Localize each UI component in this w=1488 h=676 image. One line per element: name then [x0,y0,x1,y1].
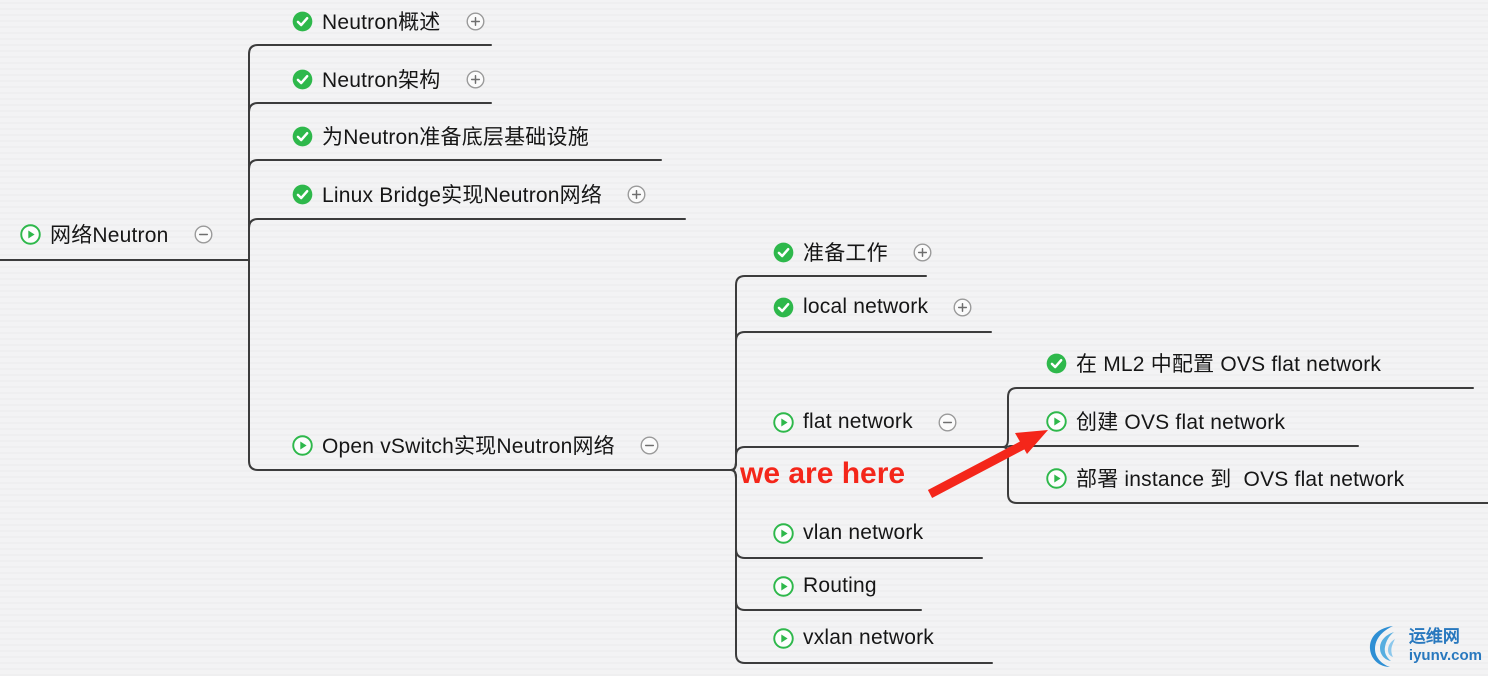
node-label: 创建 OVS flat network [1076,411,1286,434]
connector [248,259,732,471]
node-label: flat network [803,410,913,433]
status-done-icon [292,184,313,205]
expand-toggle-icon[interactable] [466,70,485,89]
status-done-icon [773,242,794,263]
connector [248,218,686,261]
node-local-network[interactable]: local network [773,295,972,319]
node-flat-network[interactable]: flat network [773,410,957,434]
node-create-flat[interactable]: 创建 OVS flat network [1046,406,1285,436]
connector [730,331,992,471]
status-inprogress-icon [292,435,313,456]
node-neutron-infrastructure[interactable]: 为Neutron准备底层基础设施 [292,121,589,151]
status-inprogress-icon [773,523,794,544]
connector [730,446,1004,471]
connector [248,102,492,261]
connector [248,159,662,261]
collapse-toggle-icon[interactable] [194,225,213,244]
connector [248,44,492,261]
node-linux-bridge[interactable]: Linux Bridge实现Neutron网络 [292,179,646,209]
watermark-site-url: iyunv.com [1408,647,1482,665]
node-vxlan-network[interactable]: vxlan network [773,626,934,650]
connector [1002,445,1359,448]
site-watermark: 运维网 iyunv.com [1363,622,1482,670]
status-done-icon [292,11,313,32]
node-preparation[interactable]: 准备工作 [773,237,932,267]
node-label: 准备工作 [803,242,888,265]
node-ml2-config-flat[interactable]: 在 ML2 中配置 OVS flat network [1046,348,1381,378]
expand-toggle-icon[interactable] [466,12,485,31]
status-inprogress-icon [1046,411,1067,432]
node-vlan-network[interactable]: vlan network [773,521,923,545]
node-deploy-instance-flat[interactable]: 部署 instance 到 OVS flat network [1046,463,1404,493]
status-inprogress-icon [1046,468,1067,489]
node-label: 部署 instance 到 OVS flat network [1076,468,1405,491]
status-inprogress-icon [773,412,794,433]
node-label: 网络Neutron [50,224,169,247]
status-inprogress-icon [773,628,794,649]
expand-toggle-icon[interactable] [953,298,972,317]
expand-toggle-icon[interactable] [627,185,646,204]
node-label: 在 ML2 中配置 OVS flat network [1076,353,1382,376]
node-label: Linux Bridge实现Neutron网络 [322,184,603,207]
node-neutron-architecture[interactable]: Neutron架构 [292,64,485,94]
status-done-icon [292,126,313,147]
watermark-logo-icon [1369,626,1395,667]
connector [730,469,993,664]
node-label: Open vSwitch实现Neutron网络 [322,435,615,458]
collapse-toggle-icon[interactable] [640,436,659,455]
watermark-site-name: 运维网 [1408,627,1460,646]
status-done-icon [292,69,313,90]
collapse-toggle-icon[interactable] [938,413,957,432]
node-label: local network [803,295,929,318]
node-label: vlan network [803,521,924,544]
expand-toggle-icon[interactable] [913,243,932,262]
node-label: 为Neutron准备底层基础设施 [322,126,589,149]
status-inprogress-icon [20,224,41,245]
status-done-icon [773,297,794,318]
node-neutron-overview[interactable]: Neutron概述 [292,6,485,36]
node-label: Routing [803,574,877,597]
node-label: Neutron概述 [322,11,441,34]
we-are-here-annotation: we are here [740,457,906,490]
status-done-icon [1046,353,1067,374]
node-root-neutron[interactable]: 网络Neutron [20,219,213,249]
node-label: Neutron架构 [322,69,441,92]
node-routing[interactable]: Routing [773,574,877,598]
node-label: vxlan network [803,626,934,649]
node-open-vswitch[interactable]: Open vSwitch实现Neutron网络 [292,430,659,460]
status-inprogress-icon [773,576,794,597]
